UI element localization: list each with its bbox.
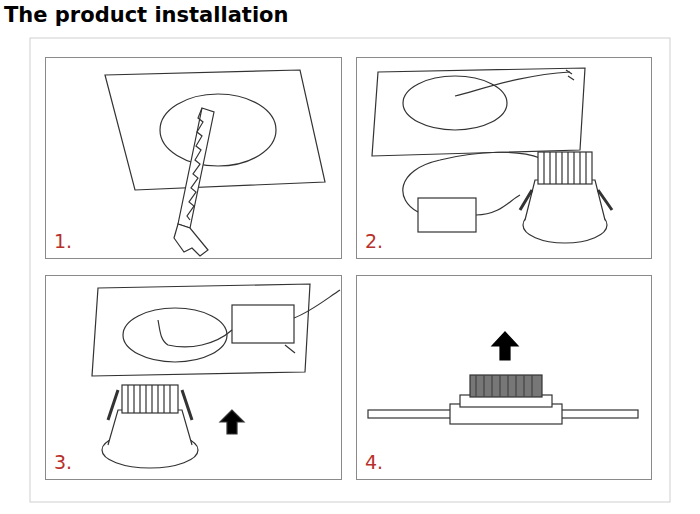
step-number: 1.: [54, 230, 72, 252]
step-panel: 2.: [356, 57, 652, 259]
panel1-art: [105, 70, 325, 256]
step-panel: 4.: [356, 275, 652, 480]
step-panel: 1.: [45, 57, 342, 259]
panel3-art: [92, 284, 340, 468]
page-title: The product installation: [4, 3, 288, 27]
panel2-art: [372, 68, 612, 243]
step-number: 4.: [365, 451, 383, 473]
step-panel: 3.: [45, 275, 342, 480]
outer-frame: [30, 38, 670, 502]
step-number: 3.: [54, 451, 72, 473]
panel4-art: [368, 332, 638, 424]
step-number: 2.: [365, 230, 383, 252]
